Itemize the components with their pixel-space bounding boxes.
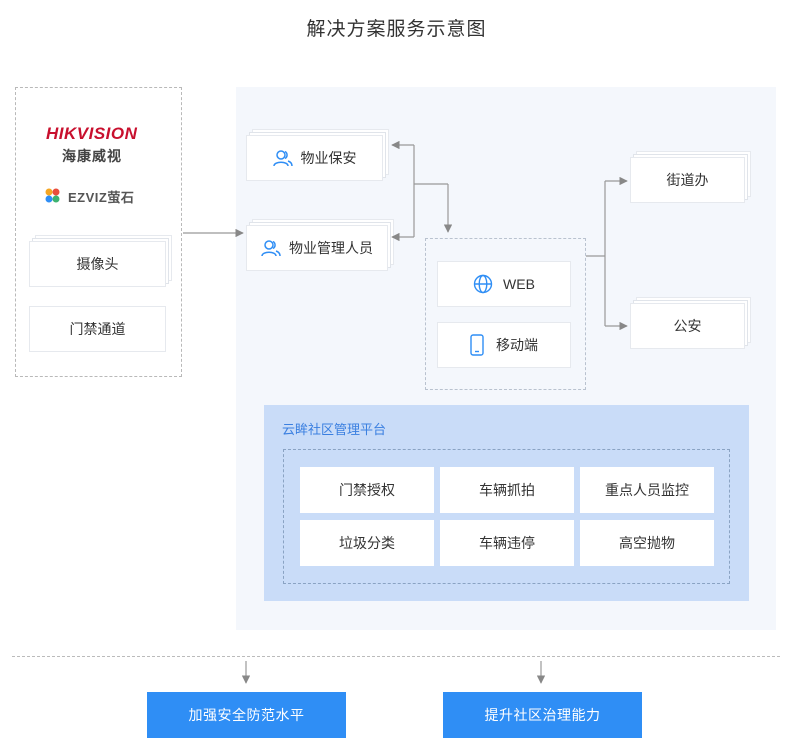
hikvision-logo: HIKVISION xyxy=(46,124,138,143)
globe-icon xyxy=(473,274,493,294)
outcome-security: 加强安全防范水平 xyxy=(147,692,346,738)
module-high-altitude-throwing: 高空抛物 xyxy=(580,520,714,566)
role-label: 物业保安 xyxy=(300,150,357,166)
role-label: 物业管理人员 xyxy=(289,240,373,256)
module-garbage-sorting: 垃圾分类 xyxy=(300,520,434,566)
ezviz-logo-text: EZVIZ萤石 xyxy=(68,189,135,205)
module-key-person-monitoring: 重点人员监控 xyxy=(580,467,714,513)
module-illegal-parking: 车辆违停 xyxy=(440,520,574,566)
access-channel-box xyxy=(425,238,586,390)
role-property-manager: 物业管理人员 xyxy=(246,225,388,271)
hikvision-cn-logo: 海康威视 xyxy=(62,148,122,164)
gov-police: 公安 xyxy=(630,303,745,349)
access-mobile: 移动端 xyxy=(437,322,571,368)
access-web: WEB xyxy=(437,261,571,307)
role-security-guard: 物业保安 xyxy=(246,135,383,181)
outcome-governance: 提升社区治理能力 xyxy=(443,692,642,738)
users-icon xyxy=(272,150,293,167)
gov-street-office: 街道办 xyxy=(630,157,745,203)
mobile-phone-icon xyxy=(470,334,484,356)
section-divider xyxy=(12,656,780,657)
access-mobile-label: 移动端 xyxy=(496,337,538,353)
access-web-label: WEB xyxy=(503,276,535,292)
device-access-gate: 门禁通道 xyxy=(29,306,166,352)
module-access-authorization: 门禁授权 xyxy=(300,467,434,513)
page-title: 解决方案服务示意图 xyxy=(306,19,487,40)
platform-module-box xyxy=(283,449,730,584)
device-source-panel xyxy=(15,87,182,377)
module-vehicle-capture: 车辆抓拍 xyxy=(440,467,574,513)
ezviz-logo-icon xyxy=(45,188,60,203)
ezviz-logo: EZVIZ萤石 xyxy=(44,186,134,206)
device-camera: 摄像头 xyxy=(29,241,166,287)
platform-label: 云眸社区管理平台 xyxy=(282,422,387,437)
users-icon xyxy=(261,240,281,257)
